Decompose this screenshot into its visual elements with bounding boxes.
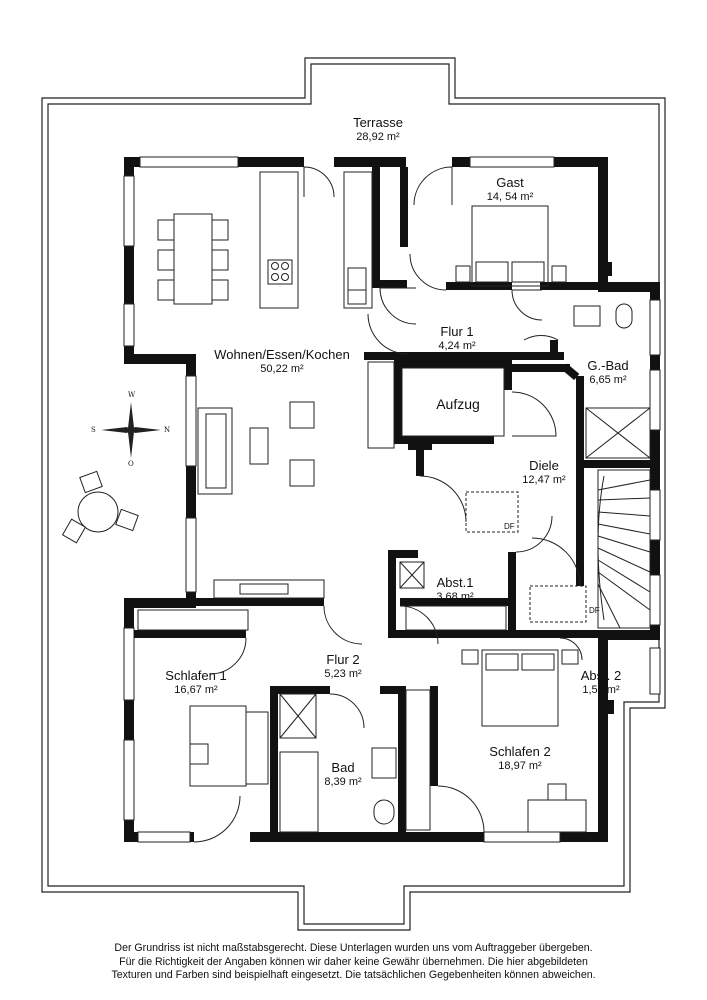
room-name: Diele	[529, 458, 559, 473]
compass-rose-icon	[101, 402, 161, 458]
room-area: 8,39 m²	[324, 776, 362, 789]
room-name: Wohnen/Essen/Kochen	[214, 347, 350, 362]
floor-plan	[41, 57, 666, 931]
df-marker: DF	[504, 522, 515, 531]
room-name: Schlafen 1	[165, 668, 227, 683]
room-area: 4,24 m²	[438, 340, 476, 353]
terrace-outline	[41, 57, 666, 931]
room-area: 3,68 m²	[436, 591, 474, 604]
room-label-bad: Bad 8,39 m²	[324, 760, 361, 790]
room-name: Aufzug	[436, 396, 480, 412]
room-name: Schlafen 2	[489, 744, 551, 759]
room-area: 5,23 m²	[324, 668, 362, 681]
room-area: 6,65 m²	[589, 374, 627, 387]
disclaimer-text: Der Grundriss ist nicht maßstabsgerecht.…	[0, 942, 707, 983]
disclaimer-line: Der Grundriss ist nicht maßstabsgerecht.…	[114, 942, 593, 954]
room-name: Flur 1	[440, 324, 474, 339]
room-area: 50,22 m²	[260, 363, 304, 376]
compass-south-label: S	[91, 426, 96, 434]
room-label-schlafen-2: Schlafen 2 18,97 m²	[489, 744, 550, 774]
room-area: 12,47 m²	[522, 474, 566, 487]
room-label-abst-2: Abst. 2 1,59 m²	[581, 668, 621, 698]
fixtures	[61, 166, 651, 843]
room-name: Terrasse	[353, 115, 403, 130]
compass-east-label: O	[128, 460, 134, 468]
room-name: Bad	[331, 760, 355, 775]
room-area: 14, 54 m²	[486, 191, 534, 204]
room-label-diele: Diele 12,47 m²	[522, 458, 565, 488]
room-name: Flur 2	[326, 652, 360, 667]
room-area: 18,97 m²	[498, 760, 542, 773]
compass-west-label: W	[128, 391, 136, 399]
df-marker: DF	[589, 606, 600, 615]
room-area: 16,67 m²	[174, 684, 218, 697]
room-area: 1,59 m²	[582, 684, 620, 697]
interior-walls	[134, 167, 654, 842]
room-name: Gast	[496, 175, 524, 190]
disclaimer-line: Texturen und Farben sind beispielhaft ei…	[111, 969, 596, 981]
room-label-gast: Gast 14, 54 m²	[487, 175, 533, 205]
room-name: Abst. 2	[580, 668, 622, 683]
room-area: 28,92 m²	[356, 131, 400, 144]
room-name: G.-Bad	[587, 358, 629, 373]
room-label-schlafen-1: Schlafen 1 16,67 m²	[165, 668, 226, 698]
room-label-terrasse: Terrasse 28,92 m²	[353, 115, 403, 145]
room-label-flur-1: Flur 1 4,24 m²	[438, 324, 475, 354]
room-label-flur-2: Flur 2 5,23 m²	[324, 652, 361, 682]
room-label-aufzug: Aufzug	[436, 396, 480, 414]
room-label-wohnen: Wohnen/Essen/Kochen 50,22 m²	[214, 347, 350, 377]
windows	[123, 156, 661, 843]
room-name: Abst.1	[436, 575, 474, 590]
compass-north-label: N	[164, 426, 171, 434]
disclaimer-line: Für die Richtigkeit der Angaben können w…	[119, 955, 588, 968]
room-label-abst-1: Abst.1 3,68 m²	[436, 575, 473, 605]
room-label-g-bad: G.-Bad 6,65 m²	[587, 358, 628, 388]
